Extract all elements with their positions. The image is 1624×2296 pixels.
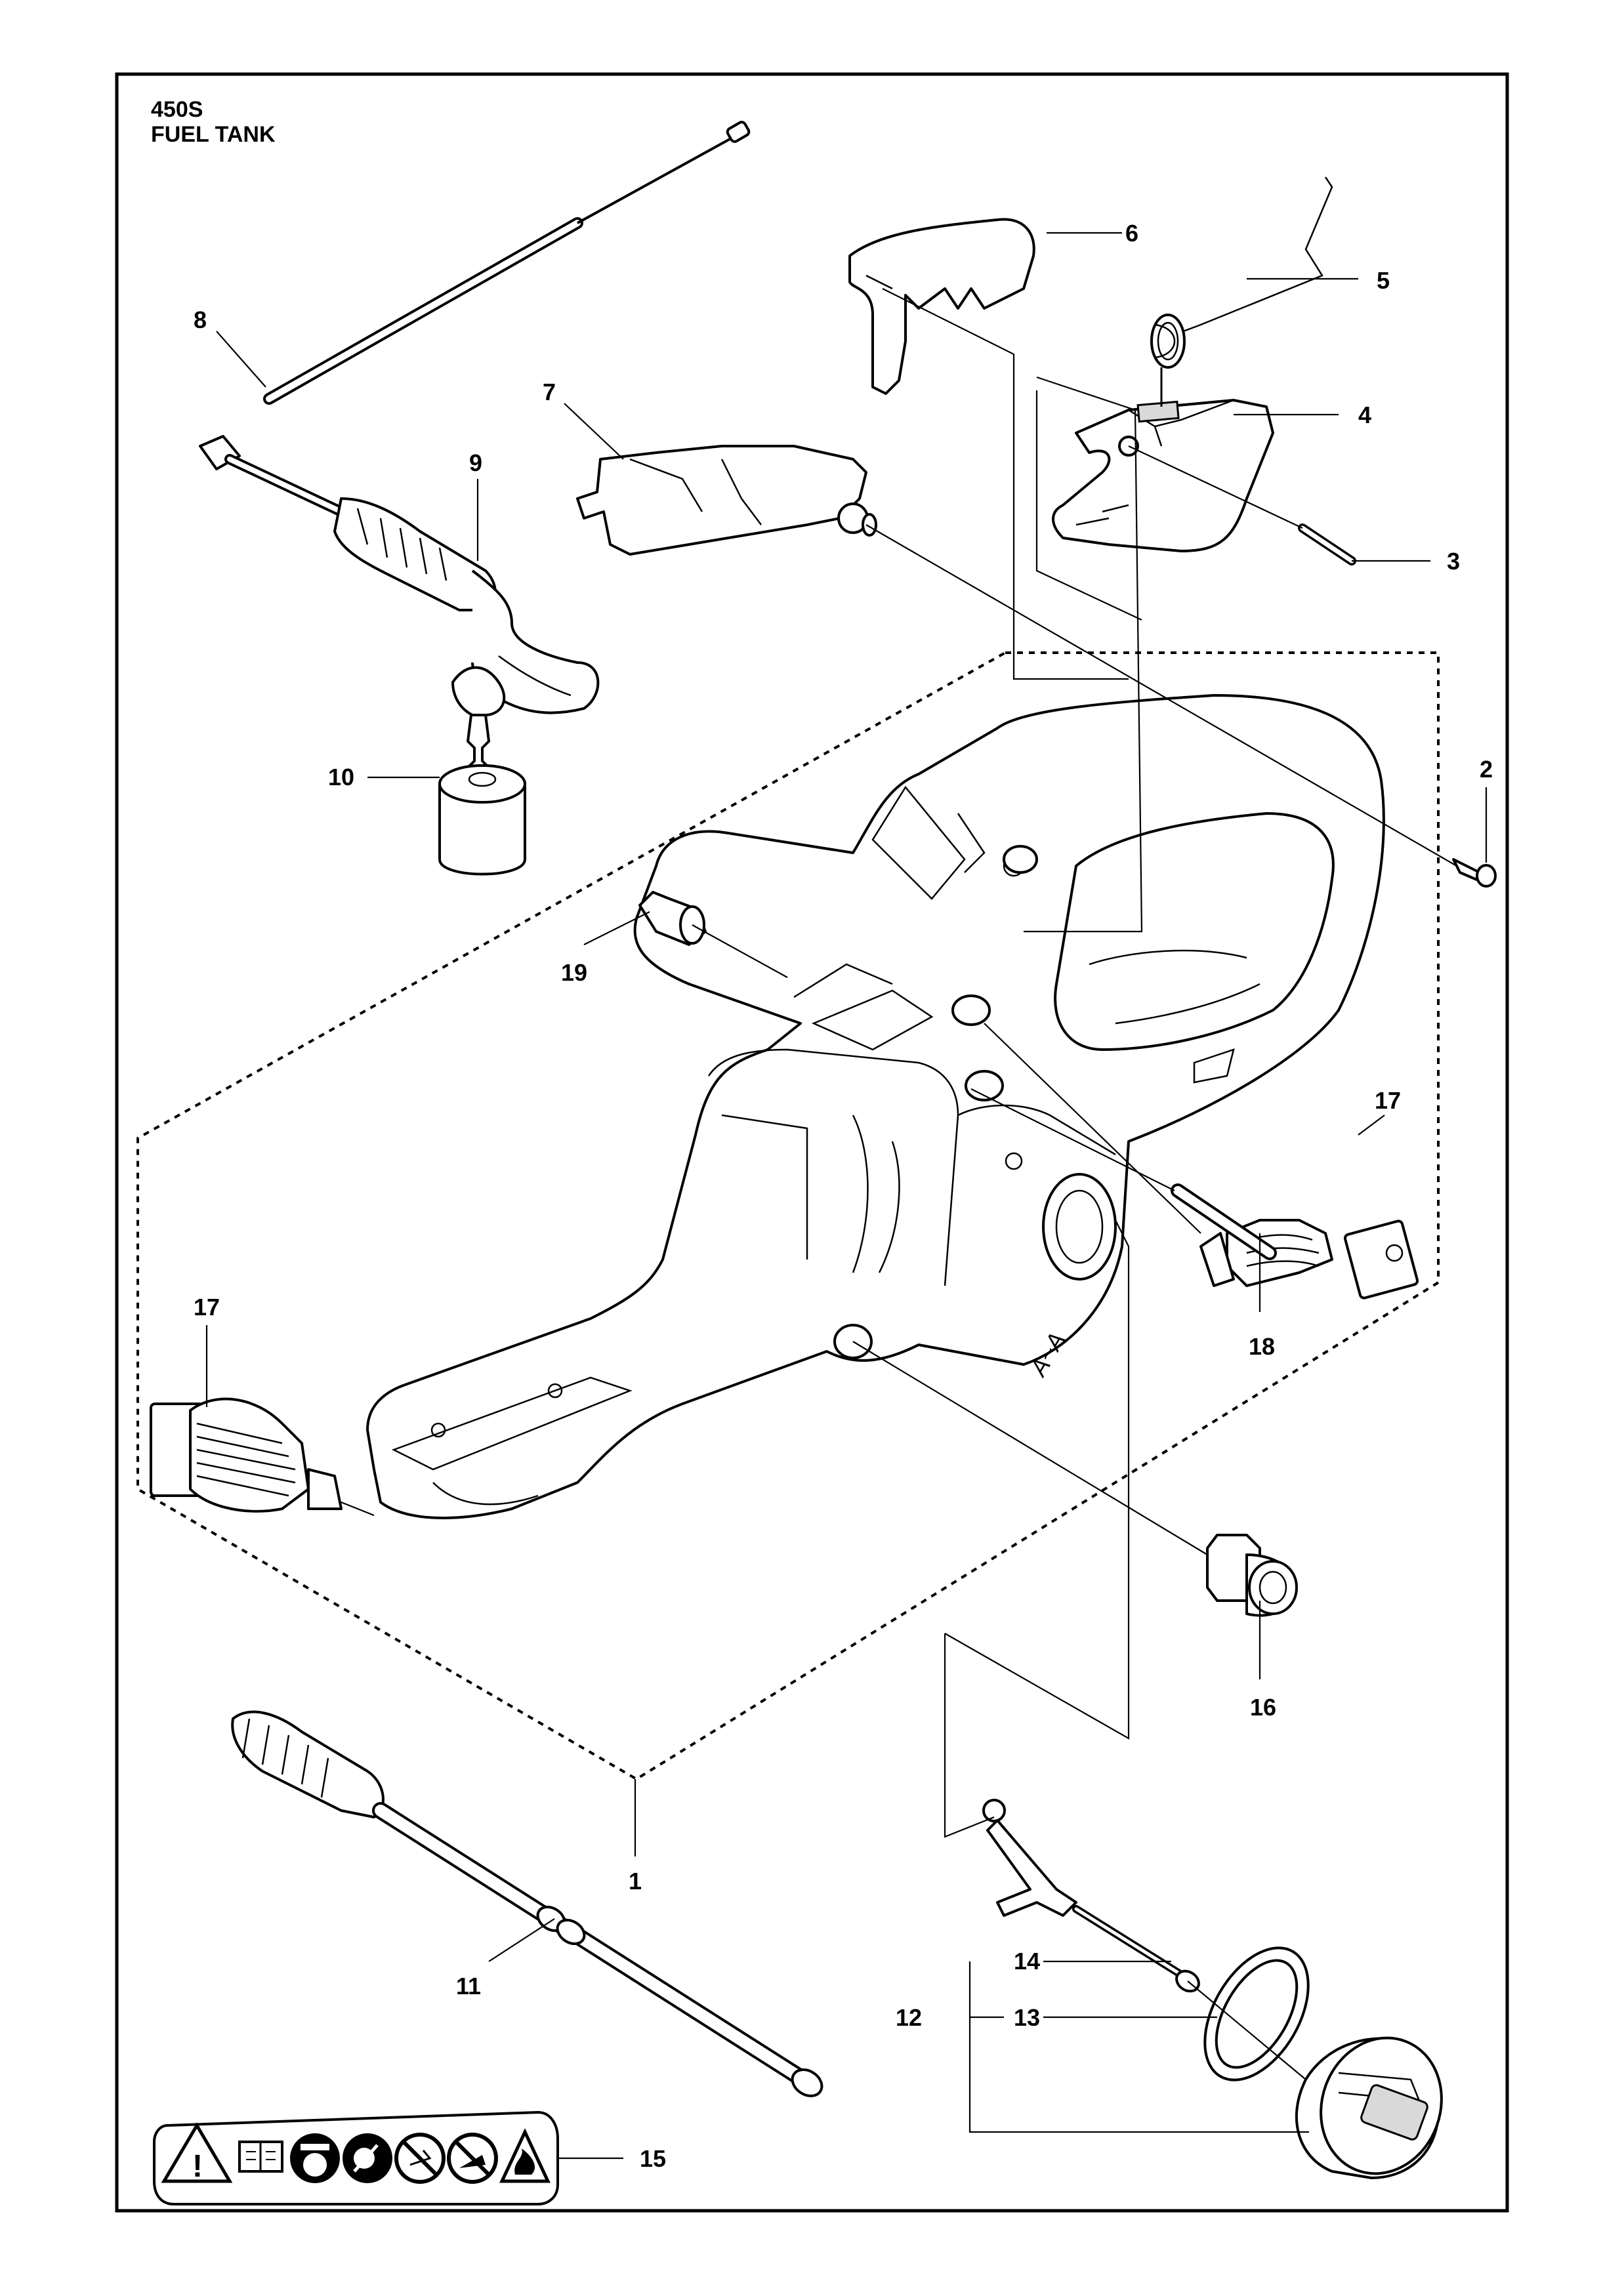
screw <box>1452 858 1497 888</box>
callout-17-left: 17 <box>194 1294 220 1321</box>
callout-17-right: 17 <box>1375 1087 1401 1114</box>
av-spring-left <box>150 1397 343 1513</box>
manual-book-icon <box>238 2141 283 2173</box>
throttle-lockout <box>576 445 877 556</box>
callout-14: 14 <box>1014 1948 1040 1975</box>
callout-7: 7 <box>543 379 556 405</box>
callout-6: 6 <box>1125 220 1138 247</box>
callout-1: 1 <box>629 1868 642 1895</box>
model-label: 450S <box>151 97 203 122</box>
callout-13: 13 <box>1014 2004 1040 2031</box>
callout-10: 10 <box>328 764 354 790</box>
no-open-flame-icon <box>394 2133 446 2184</box>
warning-decal: ! <box>153 2111 559 2205</box>
fuel-tank-housing: A~A <box>366 694 1385 1519</box>
handle-cover-top <box>848 218 1035 395</box>
svg-text:!: ! <box>192 2149 203 2184</box>
throttle-trigger <box>1052 399 1274 552</box>
drawing-frame <box>115 72 1509 2213</box>
assembly-lines <box>341 288 1457 2080</box>
callout-19: 19 <box>561 959 587 986</box>
fuel-hose <box>199 435 600 716</box>
callout-5: 5 <box>1377 267 1390 294</box>
pickup-strainer <box>982 1799 1200 1993</box>
fire-hazard-icon <box>499 2128 551 2183</box>
callout-15: 15 <box>640 2145 666 2172</box>
trigger-spring <box>1150 176 1333 407</box>
callout-9: 9 <box>469 449 482 476</box>
fuel-filter <box>438 714 526 876</box>
suction-hose <box>231 1710 823 2097</box>
callout-leaders <box>205 232 1488 2160</box>
callout-3: 3 <box>1447 548 1460 575</box>
callout-2: 2 <box>1480 756 1493 783</box>
fuel-cap <box>1295 2036 1443 2179</box>
callout-8: 8 <box>194 306 207 333</box>
callout-4: 4 <box>1358 401 1371 428</box>
pin-18 <box>1171 1183 1277 1260</box>
fuel-cap-bushing <box>1206 1534 1298 1617</box>
callout-16: 16 <box>1250 1694 1276 1721</box>
callout-numbers: 1 2 3 4 5 6 7 8 9 10 11 12 13 14 15 16 1… <box>194 220 1493 2172</box>
callout-11: 11 <box>456 1973 481 1999</box>
callout-18: 18 <box>1249 1333 1275 1360</box>
throttle-rod <box>263 121 751 405</box>
callout-12: 12 <box>896 2004 922 2031</box>
protective-helmet-icon <box>290 2133 340 2183</box>
diagram-title: FUEL TANK <box>151 122 276 147</box>
seal-ring <box>1203 1946 1310 2081</box>
smoking-prohibited-icon <box>343 2133 392 2183</box>
warning-triangle-icon: ! <box>161 2122 233 2184</box>
kickback-icon <box>447 2133 498 2184</box>
assembly-boundary <box>136 651 1440 1781</box>
